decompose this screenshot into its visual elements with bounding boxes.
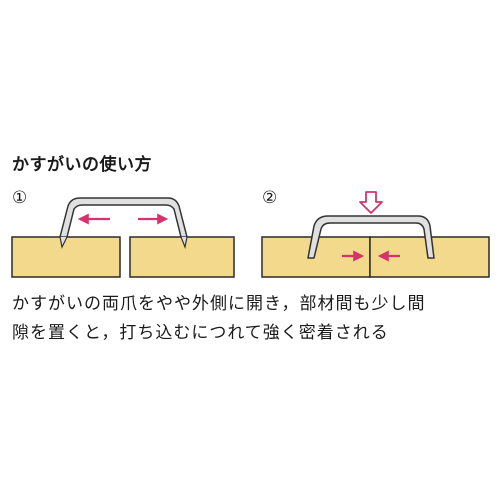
step-1-label: ①	[12, 188, 28, 208]
hollow-arrow-down-icon	[359, 191, 383, 214]
step-1-staple-left-claw-tip	[59, 236, 68, 249]
caption-line-2: 隙を置くと，打ち込むにつれて強く密着される	[12, 323, 389, 343]
step-2-label: ②	[262, 188, 278, 208]
step-1-right-board	[129, 236, 235, 278]
diagram-title: かすがいの使い方	[12, 155, 152, 175]
step-1-diagram	[11, 197, 235, 278]
caption-line-1: かすがいの両爪をやや外側に開き，部材間も少し間	[12, 294, 426, 314]
step-2-diagram	[261, 191, 490, 278]
step-2-staple	[307, 215, 435, 259]
step-1-staple	[59, 197, 188, 238]
step-1-staple-right-claw-tip	[180, 236, 188, 250]
step-1-left-board	[11, 236, 121, 278]
